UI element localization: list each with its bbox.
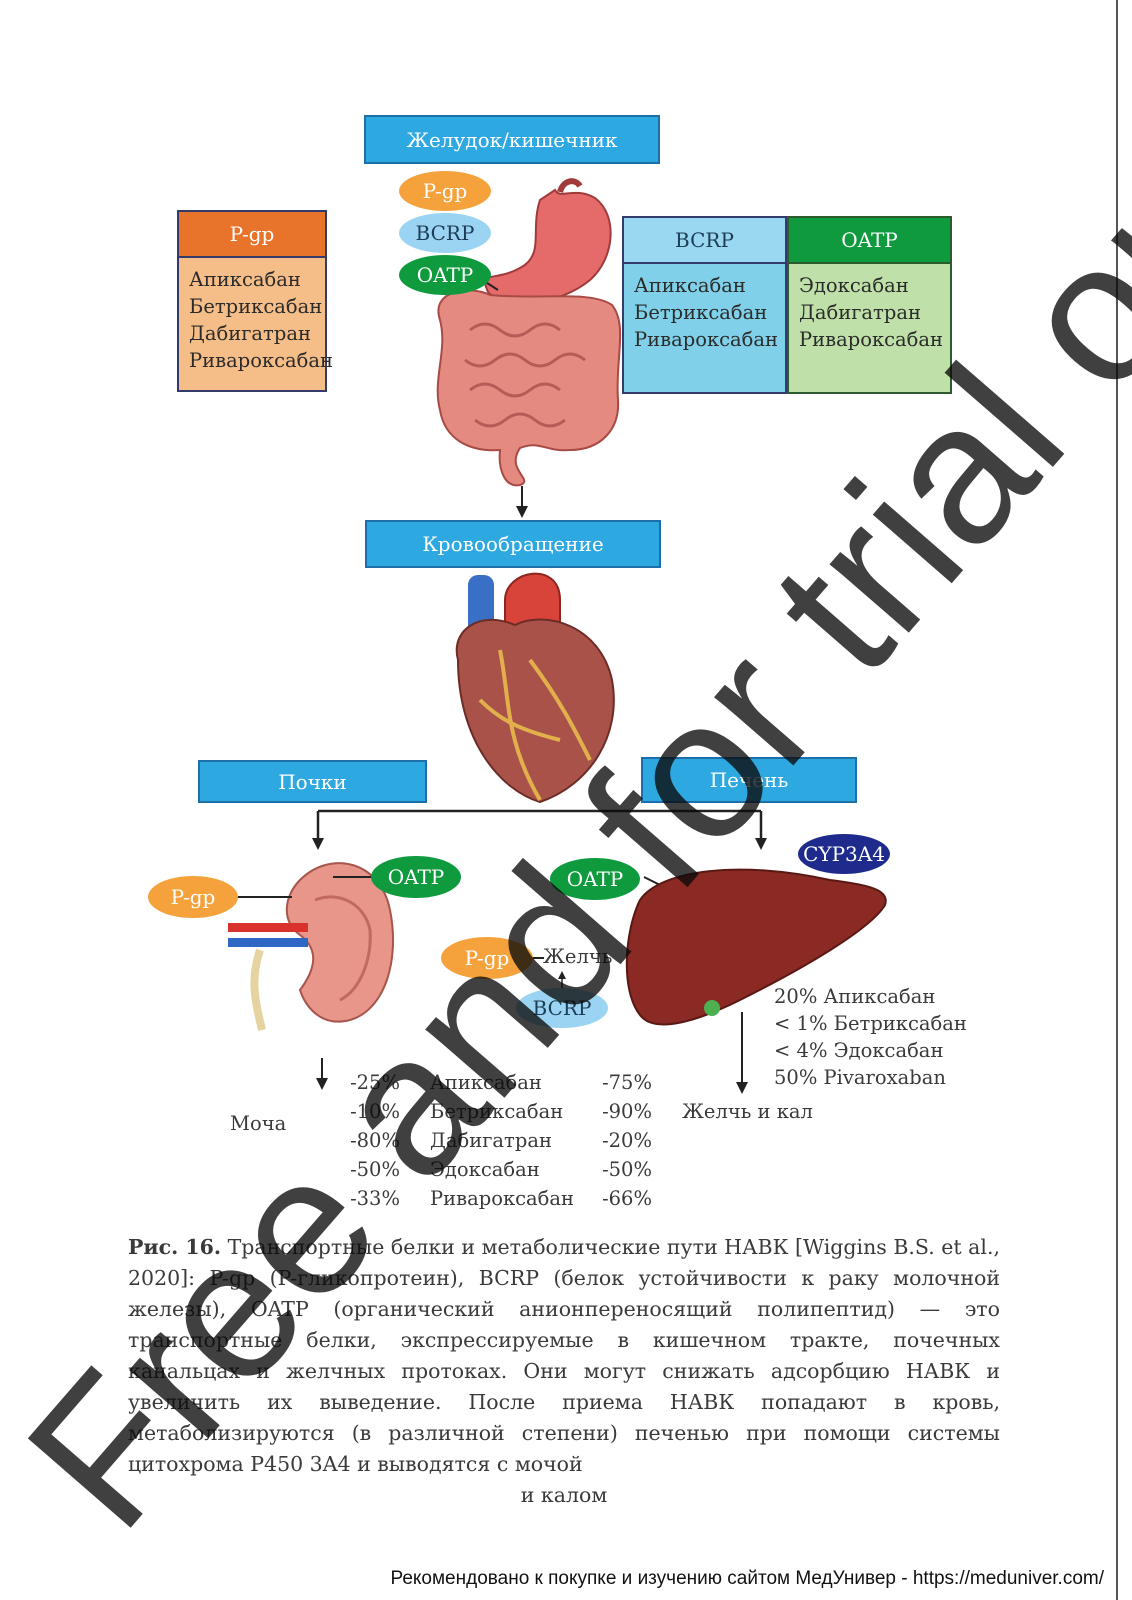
header-kidneys: Почки	[198, 760, 427, 803]
bile-percent: -66%	[602, 1187, 652, 1210]
urine-percent: -10%	[350, 1100, 400, 1123]
header-liver: Печень	[641, 757, 857, 803]
caption-last-line: и калом	[520, 1483, 608, 1507]
footer-recommendation: Рекомендовано к покупке и изучению сайто…	[390, 1568, 1104, 1589]
drug-item: Ривароксабан	[634, 328, 779, 351]
pgp-drug-list: Апиксабан Бетриксабан Дабигатран Риварок…	[179, 258, 334, 382]
bile-percent: -50%	[602, 1158, 652, 1181]
header-circulation: Кровообращение	[365, 520, 661, 568]
heart-illustration	[455, 572, 615, 804]
urine-percent: -25%	[350, 1071, 400, 1094]
kidney-illustration	[228, 862, 394, 1031]
pathway-diagram	[228, 178, 887, 1094]
pgp-pill-kidney: P-gp	[148, 876, 238, 918]
liver-metabolism-item: 20% Апиксабан	[774, 985, 936, 1008]
oatp-drug-box: OATP Эдоксабан Дабигатран Ривароксабан	[787, 216, 952, 394]
bile-feces-label: Желчь и кал	[682, 1100, 813, 1123]
bile-percent: -75%	[602, 1071, 652, 1094]
drug-name: Эдоксабан	[430, 1158, 540, 1181]
header-stomach-intestine: Желудок/кишечник	[364, 115, 660, 164]
caption-text: Транспортные белки и метаболические пути…	[128, 1235, 1000, 1476]
pgp-pill-stomach: P-gp	[399, 171, 491, 211]
drug-name: Ривароксабан	[430, 1187, 575, 1210]
drug-item: Апиксабан	[634, 274, 746, 297]
pgp-drug-box: P-gp Апиксабан Бетриксабан Дабигатран Ри…	[177, 210, 334, 392]
drug-item: Бетриксабан	[634, 301, 768, 324]
pgp-pill-bile: P-gp	[441, 937, 533, 979]
cyp3a4-pill-liver: CYP3A4	[798, 834, 890, 874]
urine-percent: -80%	[350, 1129, 400, 1152]
intestine-illustration	[436, 289, 622, 487]
bile-percent: -90%	[602, 1100, 652, 1123]
drug-item: Апиксабан	[189, 268, 301, 291]
bcrp-box-title: BCRP	[624, 218, 785, 264]
stomach-illustration	[484, 178, 612, 305]
oatp-pill-kidney: OATP	[371, 856, 461, 898]
liver-metabolism-item: 50% Рivaroxaban	[774, 1066, 946, 1089]
caption-label: Рис. 16.	[128, 1235, 222, 1259]
oatp-drug-list: Эдоксабан Дабигатран Ривароксабан	[789, 264, 950, 361]
figure-caption: Рис. 16. Транспортные белки и метаболиче…	[128, 1232, 1000, 1511]
pgp-box-title: P-gp	[179, 212, 325, 258]
drug-name: Дабигатран	[430, 1129, 552, 1152]
bile-label: Желчь	[543, 945, 613, 968]
oatp-box-title: OATP	[789, 218, 950, 264]
drug-item: Эдоксабан	[799, 274, 909, 297]
liver-metabolism-item: < 1% Бетриксабан	[774, 1012, 967, 1035]
drug-item: Бетриксабан	[189, 295, 323, 318]
bcrp-pill-stomach: BCRP	[399, 213, 491, 253]
liver-metabolism-item: < 4% Эдоксабан	[774, 1039, 944, 1062]
oatp-pill-liver: OATP	[550, 858, 640, 900]
liver-illustration	[625, 868, 887, 1026]
urine-label: Моча	[230, 1112, 287, 1135]
drug-item: Ривароксабан	[189, 349, 334, 372]
urine-percent: -50%	[350, 1158, 400, 1181]
drug-name: Бетриксабан	[430, 1100, 564, 1123]
bcrp-pill-bile: BCRP	[516, 988, 608, 1028]
bile-percent: -20%	[602, 1129, 652, 1152]
drug-item: Дабигатран	[189, 322, 311, 345]
page-edge	[1116, 0, 1118, 1600]
urine-percent: -33%	[350, 1187, 400, 1210]
drug-name: Апиксабан	[430, 1071, 542, 1094]
bcrp-drug-box: BCRP Апиксабан Бетриксабан Ривароксабан	[622, 216, 787, 394]
drug-item: Дабигатран	[799, 301, 921, 324]
drug-item: Ривароксабан	[799, 328, 944, 351]
bcrp-drug-list: Апиксабан Бетриксабан Ривароксабан	[624, 264, 785, 361]
oatp-pill-stomach: OATP	[399, 255, 491, 295]
